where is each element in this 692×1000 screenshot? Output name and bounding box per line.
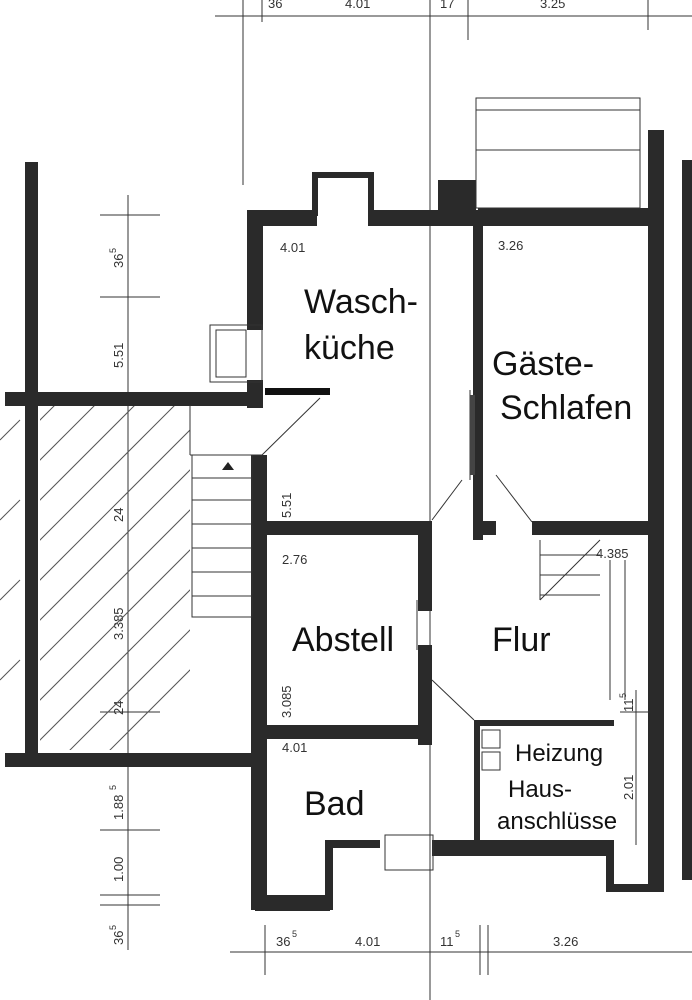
top-dim-17: 17	[440, 0, 454, 11]
dim-wk-height: 5.51	[279, 493, 294, 518]
window-frame	[209, 324, 330, 395]
bot-dim-326: 3.26	[553, 934, 578, 949]
dim-ab-height: 3.085	[279, 685, 294, 718]
left-dim-365b-sup: 5	[108, 925, 118, 930]
room-waschkueche-line1: Wasch-	[304, 283, 418, 321]
top-dim-36: 36	[268, 0, 282, 11]
left-dim-365: 36	[111, 254, 126, 268]
left-dim-365b: 36	[111, 931, 126, 945]
room-waschkueche-line2: küche	[304, 329, 395, 367]
left-dim-24b: 24	[111, 701, 126, 715]
left-dim-188: 1.88	[111, 795, 126, 820]
dim-wk-width: 4.01	[280, 240, 305, 255]
bot-dim-115-sup: 5	[455, 929, 460, 939]
room-heizung: Heizung	[515, 740, 603, 767]
hatched-area	[0, 405, 190, 750]
dim-bad-width: 4.01	[282, 740, 307, 755]
room-gaeste-line2: Schlafen	[500, 389, 632, 427]
top-dim-325: 3.25	[540, 0, 565, 11]
top-extension	[475, 97, 641, 209]
dim-ab-width: 2.76	[282, 552, 307, 567]
left-dimension-line: 36 5 5.51 24 3.385 24 1.88 5 1.00 36 5	[100, 195, 160, 950]
left-dim-100: 1.00	[111, 857, 126, 882]
bot-dim-365-sup: 5	[292, 929, 297, 939]
dim-flur-width: 4.385	[596, 546, 629, 561]
bot-dim-365: 36	[276, 934, 290, 949]
door-swings	[416, 390, 533, 721]
left-dim-551: 5.51	[111, 343, 126, 368]
staircase	[189, 397, 321, 618]
dim-hz-height: 2.01	[621, 775, 636, 800]
left-dim-188-sup: 5	[108, 785, 118, 790]
dim-hz-115: 11	[621, 699, 636, 713]
bot-dim-401: 4.01	[355, 934, 380, 949]
left-dim-3385: 3.385	[111, 607, 126, 640]
dim-hz-115-sup: 5	[618, 693, 628, 698]
bot-dim-115: 11	[440, 934, 454, 949]
top-dim-401: 4.01	[345, 0, 370, 11]
room-hausanschluesse-line2: anschlüsse	[497, 808, 617, 835]
left-dim-365-sup: 5	[108, 248, 118, 253]
room-gaeste-line1: Gäste-	[492, 345, 594, 383]
room-abstell: Abstell	[292, 621, 394, 659]
top-dimension-line: 36 4.01 17 3.25	[215, 0, 692, 1000]
room-bad: Bad	[304, 785, 365, 823]
heizung-fixtures	[384, 690, 650, 871]
room-hausanschluesse-line1: Haus-	[508, 776, 572, 803]
walls	[5, 130, 692, 911]
flur-stairs	[539, 539, 626, 700]
dim-gs-width: 3.26	[498, 238, 523, 253]
bottom-dimension-line: 36 5 4.01 11 5 3.26	[230, 925, 692, 975]
left-dim-24a: 24	[111, 508, 126, 522]
room-flur: Flur	[492, 621, 551, 659]
